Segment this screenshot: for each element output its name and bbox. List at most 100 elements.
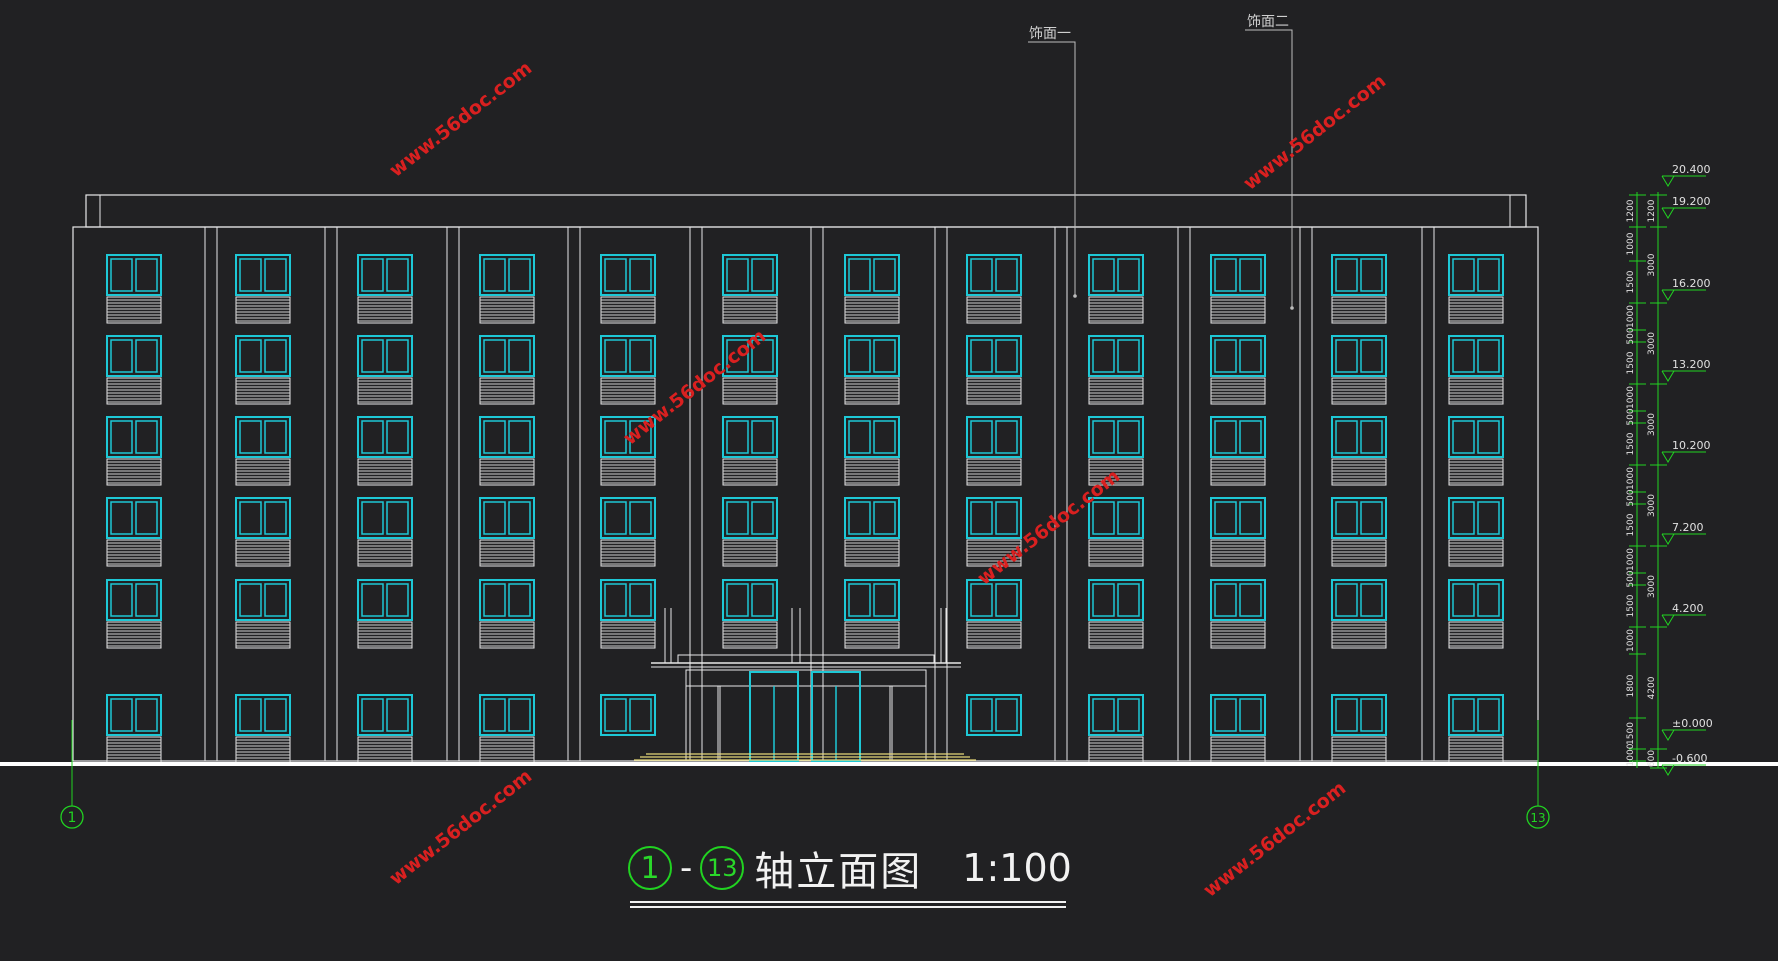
window-pane [1092, 258, 1115, 292]
drawing-title: 1 - 13 轴立面图 1:100 [628, 842, 1072, 895]
elevation-marker [1661, 614, 1675, 626]
window [966, 416, 1022, 458]
window-pane [483, 420, 506, 454]
window-pane [726, 339, 749, 373]
window-panel [1331, 539, 1387, 567]
window-panel [844, 296, 900, 324]
window [1210, 416, 1266, 458]
window-pane [1360, 258, 1383, 292]
window-pane [1117, 698, 1140, 732]
window [722, 416, 778, 458]
window-pane [751, 339, 774, 373]
window-panel [1448, 736, 1504, 764]
window-pane [970, 420, 993, 454]
window-panel [235, 621, 291, 649]
dim-text-outer: 3000 [1647, 494, 1657, 517]
window-pane [995, 583, 1018, 617]
window-pane [629, 339, 652, 373]
elevation-marker [1661, 289, 1675, 301]
window-pane [1360, 583, 1383, 617]
window-pane [110, 698, 133, 732]
window [357, 335, 413, 377]
window-pane [361, 258, 384, 292]
window-pane [135, 583, 158, 617]
window-panel [1210, 539, 1266, 567]
window-pane [1214, 420, 1237, 454]
window-panel [1088, 458, 1144, 486]
window [600, 416, 656, 458]
window-pane [995, 258, 1018, 292]
window-pane [361, 583, 384, 617]
dim-text-inner: 1000 [1626, 467, 1636, 490]
window-panel [479, 377, 535, 405]
axis-label-right: 13 [1530, 811, 1545, 825]
window [1448, 694, 1504, 736]
elevation-label: -0.600 [1672, 752, 1707, 765]
window-pane [1214, 583, 1237, 617]
window-pane [1452, 339, 1475, 373]
elevation-label: 19.200 [1672, 195, 1711, 208]
window [1088, 579, 1144, 621]
window-pane [361, 420, 384, 454]
window-panel [722, 296, 778, 324]
window [1331, 335, 1387, 377]
window [722, 254, 778, 296]
window-panel [106, 621, 162, 649]
window-panel [235, 296, 291, 324]
window-pane [751, 420, 774, 454]
window [844, 254, 900, 296]
window-panel [1088, 377, 1144, 405]
window-panel [106, 736, 162, 764]
callout-label-2: 饰面二 [1247, 14, 1289, 30]
dim-text-outer: 3000 [1647, 413, 1657, 436]
window-pane [239, 420, 262, 454]
title-underline [630, 901, 1066, 908]
window-pane [1335, 339, 1358, 373]
window [722, 579, 778, 621]
dim-text-inner: 1500 [1626, 594, 1636, 617]
window-pane [629, 501, 652, 535]
window-pane [995, 420, 1018, 454]
window-panel [1088, 539, 1144, 567]
window-pane [135, 501, 158, 535]
window-pane [1092, 339, 1115, 373]
callout-label-1: 饰面一 [1029, 26, 1071, 42]
window [106, 254, 162, 296]
window-panel [600, 458, 656, 486]
window-pane [1214, 258, 1237, 292]
window-panel [357, 377, 413, 405]
window-panel [1448, 377, 1504, 405]
window-pane [1117, 420, 1140, 454]
window [1331, 694, 1387, 736]
window [1448, 497, 1504, 539]
dim-text-inner: 1500 [1626, 270, 1636, 293]
dim-text-outer: 3000 [1647, 253, 1657, 276]
window-panel [844, 458, 900, 486]
window-pane [508, 501, 531, 535]
window-pane [604, 698, 627, 732]
window-panel [1331, 296, 1387, 324]
window-pane [1239, 420, 1262, 454]
dim-text-inner: 1500 [1626, 351, 1636, 374]
canopy-fascia [677, 654, 935, 664]
window-pane [629, 258, 652, 292]
window-panel [966, 458, 1022, 486]
dim-text-outer: 4200 [1647, 676, 1657, 699]
window-panel [1210, 296, 1266, 324]
dim-text-outer: 3000 [1647, 332, 1657, 355]
axis-bubble-left [60, 805, 84, 829]
window [1331, 254, 1387, 296]
elevation-marker [1661, 451, 1675, 463]
window-panel [1331, 458, 1387, 486]
elevation-marker [1661, 370, 1675, 382]
window-pane [386, 258, 409, 292]
elevation-label: 20.400 [1672, 163, 1711, 176]
window-pane [239, 583, 262, 617]
window-panel [844, 621, 900, 649]
window-pane [848, 258, 871, 292]
window [1448, 416, 1504, 458]
window-pane [361, 698, 384, 732]
window [1210, 694, 1266, 736]
window-panel [1448, 621, 1504, 649]
window-pane [1360, 501, 1383, 535]
